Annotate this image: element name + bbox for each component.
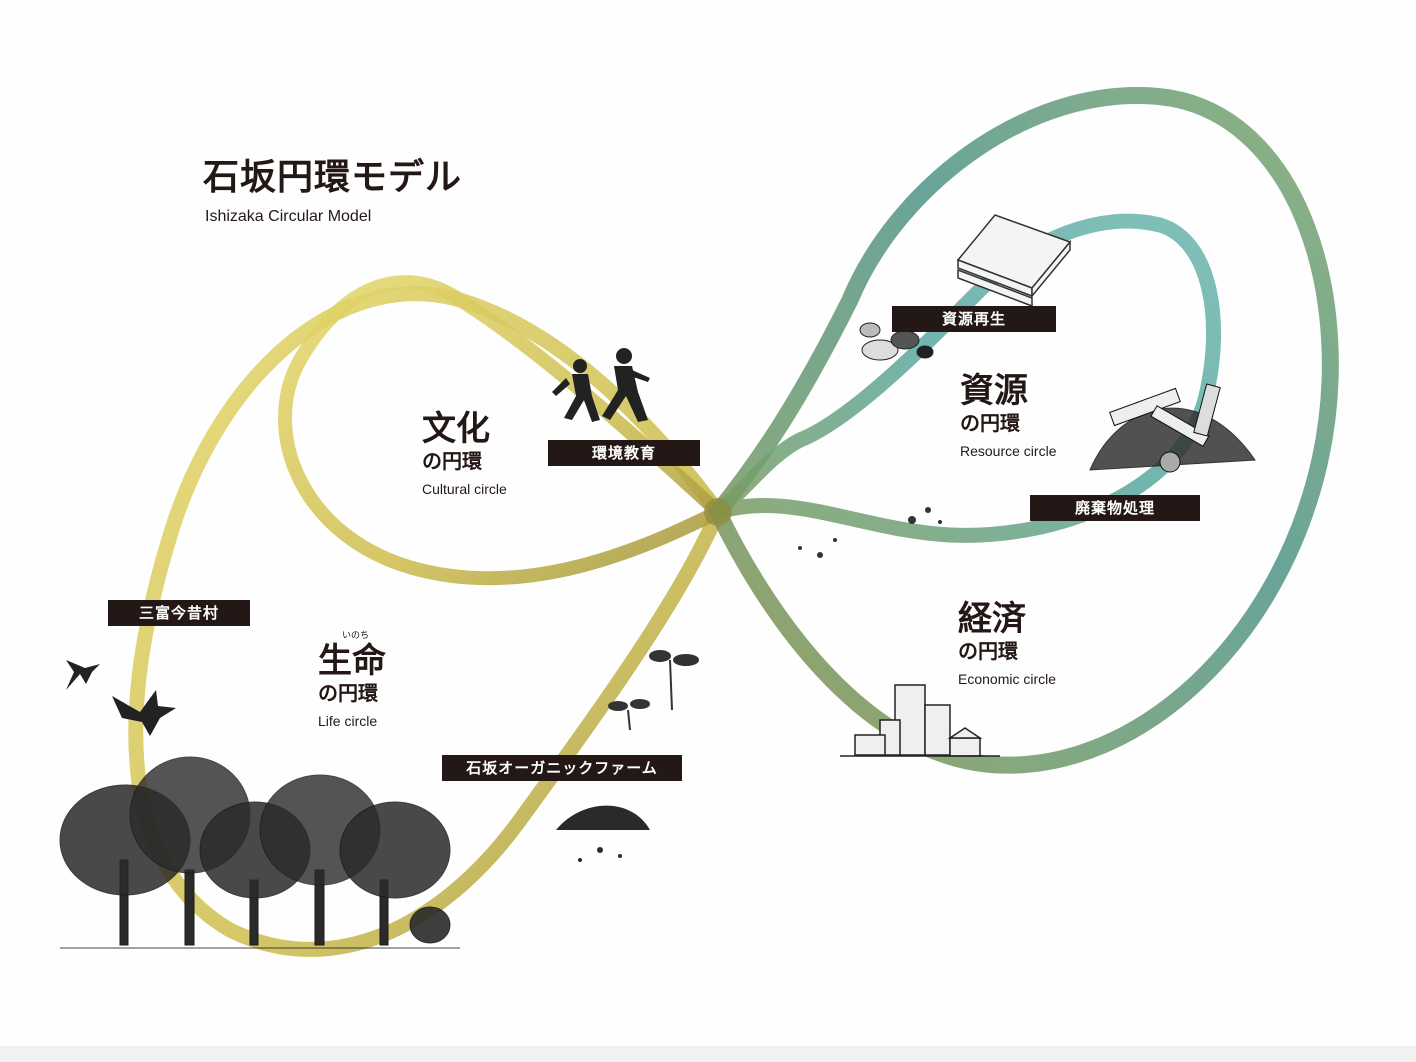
debris-pile-icon [1089, 383, 1256, 473]
rocks-icon [859, 322, 934, 361]
forest-illustration [59, 756, 460, 949]
particles-icon [798, 507, 942, 558]
tag-waste-processing[interactable]: 廃棄物処理 [1030, 495, 1200, 521]
culture-loop [278, 275, 731, 586]
tag-resource-recycle[interactable]: 資源再生 [892, 306, 1056, 332]
culture-circle-en: Cultural circle [422, 481, 507, 497]
bird-large-icon [112, 690, 176, 736]
recycled-boards-icon [956, 214, 1072, 308]
city-buildings-icon [840, 684, 1000, 757]
economy-circle-kanji: 経済 [958, 599, 1026, 639]
culture-circle-suffix: の円環 [422, 449, 482, 473]
resource-circle-kanji: 資源 [960, 371, 1028, 411]
life-circle-kanji: 生命 [318, 641, 386, 681]
soil-pile-icon [556, 805, 650, 862]
bird-small-icon [66, 660, 100, 690]
culture-circle-kanji: 文化 [422, 409, 490, 449]
culture-circle-label: 文化 の円環 Cultural circle [422, 410, 507, 500]
page-subtitle: Ishizaka Circular Model [205, 208, 372, 225]
economy-circle-suffix: の円環 [958, 639, 1018, 663]
life-circle-label: 生命 の円環 Life circle [318, 642, 386, 732]
economy-circle-label: 経済 の円環 Economic circle [958, 600, 1056, 690]
loop-center-knot [704, 498, 732, 526]
resource-circle-en: Resource circle [960, 443, 1057, 459]
resource-loop [713, 213, 1222, 543]
economy-circle-en: Economic circle [958, 671, 1057, 687]
resource-circle-suffix: の円環 [960, 411, 1020, 435]
running-children-icon [552, 348, 650, 422]
resource-circle-label: 資源 の円環 Resource circle [960, 372, 1056, 462]
sprout-icon [608, 650, 699, 731]
tag-env-education[interactable]: 環境教育 [548, 440, 700, 466]
tag-sanpuku-village[interactable]: 三富今昔村 [108, 600, 250, 626]
tag-organic-farm[interactable]: 石坂オーガニックファーム [442, 755, 682, 781]
page-bottom-strip [0, 1046, 1416, 1062]
life-circle-suffix: の円環 [318, 681, 378, 705]
life-circle-en: Life circle [318, 713, 378, 729]
page-title: 石坂円環モデル [203, 157, 463, 198]
life-circle-ruby: いのち [342, 631, 370, 641]
